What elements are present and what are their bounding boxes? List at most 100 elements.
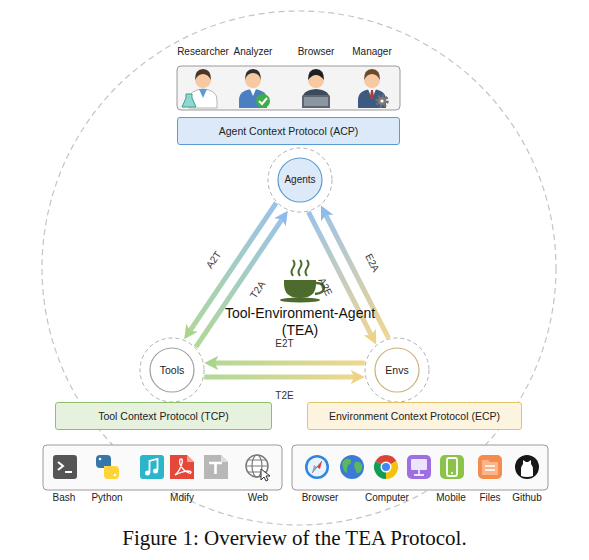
safari-icon [312,461,322,473]
agent-circle: Agents [267,147,333,213]
edge-label: E2T [275,339,293,349]
env-label: Mobile [436,492,465,504]
agent-panel [177,66,400,110]
role-label: Manager [352,46,391,58]
researcher-icon [195,69,211,80]
dashed-ring [365,338,429,402]
flow-arrow [204,361,365,366]
env-circle: Envs [364,337,430,403]
edge-label: E2A [363,252,381,273]
text-file-icon [209,463,222,474]
mobile-icon [447,458,457,476]
env-label: Files [479,492,500,504]
env-panel [292,445,548,490]
analyzer-icon [239,69,270,108]
manager-icon [364,69,380,80]
chrome-icon [381,462,392,473]
bash-icon [65,471,72,473]
bash-icon [53,455,77,479]
python-icon [114,474,117,477]
tool-label: Python [91,492,122,504]
chrome-icon [382,463,390,471]
text-holder: Agent Context Protocol (ACP) [178,118,399,144]
node-text: Agent Context Protocol (ACP) [219,125,358,138]
browser-user-icon [302,89,330,108]
computer-icon [407,455,431,479]
text-holder: Tools [139,337,205,403]
manager-icon [368,89,376,99]
text-holder: Environment Context Protocol (ECP) [308,403,521,429]
teacup-icon [292,260,309,276]
globe-icon [340,455,364,479]
pdf-icon [187,455,194,462]
center-title: Tool-Environment-Agent (TEA) [212,305,388,339]
node-text: Tools [160,364,185,377]
python-icon [104,466,114,473]
edge-label: A2T [205,250,224,271]
text-file-icon [221,455,228,462]
audio-file-icon [145,471,150,476]
env-panel [292,445,548,490]
env-label: Github [512,492,541,504]
dashed-ring [268,148,332,212]
manager-icon [358,69,387,108]
browser-user-icon [304,97,328,106]
audio-file-icon [150,459,158,473]
web-icon [246,455,270,481]
web-icon [261,469,270,481]
browser-user-icon [302,69,330,108]
web-icon [246,460,268,472]
python-icon [104,466,119,479]
protocol-box: Agent Context Protocol (ACP) [177,117,400,145]
bash-icon [58,462,63,470]
tool-panel [43,445,282,490]
flow-arrow [308,212,376,345]
text-file-icon [204,455,228,479]
python-icon [96,455,119,479]
manager-icon [377,96,387,106]
manager-icon [378,97,386,105]
computer-icon [411,459,427,470]
pdf-icon [170,455,194,479]
protocol-box: Tool Context Protocol (TCP) [55,402,272,430]
researcher-icon [199,89,207,98]
audio-file-icon [140,455,164,479]
mobile-icon [440,455,464,479]
globe-icon [342,459,362,474]
protocol-box: Environment Context Protocol (ECP) [307,402,522,430]
flow-arrow [204,375,365,380]
computer-icon [407,455,431,479]
role-label: Analyzer [234,46,273,58]
pdf-icon [170,455,194,479]
analyzer-icon [250,89,256,96]
teacup-icon [280,297,320,302]
analyzer-icon [259,98,267,104]
safari-icon [305,455,329,479]
github-icon [515,455,539,479]
role-label: Researcher [177,46,229,58]
chrome-icon [374,455,398,479]
audio-file-icon [153,469,158,474]
files-icon [478,455,502,479]
flow-arrow [196,211,288,348]
manager-icon [380,99,383,102]
node-text: Envs [385,364,408,377]
tool-label: Web [248,492,268,504]
github-icon [521,460,533,477]
tool-label: Bash [53,492,76,504]
safari-icon [305,455,329,479]
node-text: Agents [284,174,315,186]
edge-label: T2A [248,279,267,300]
node-circle [375,348,419,392]
files-icon [482,460,498,475]
tool-circle: Tools [139,337,205,403]
github-icon [515,455,539,479]
node-text: Environment Context Protocol (ECP) [329,410,500,423]
browser-user-icon [308,69,324,80]
manager-icon [358,89,386,108]
files-icon [478,455,502,479]
